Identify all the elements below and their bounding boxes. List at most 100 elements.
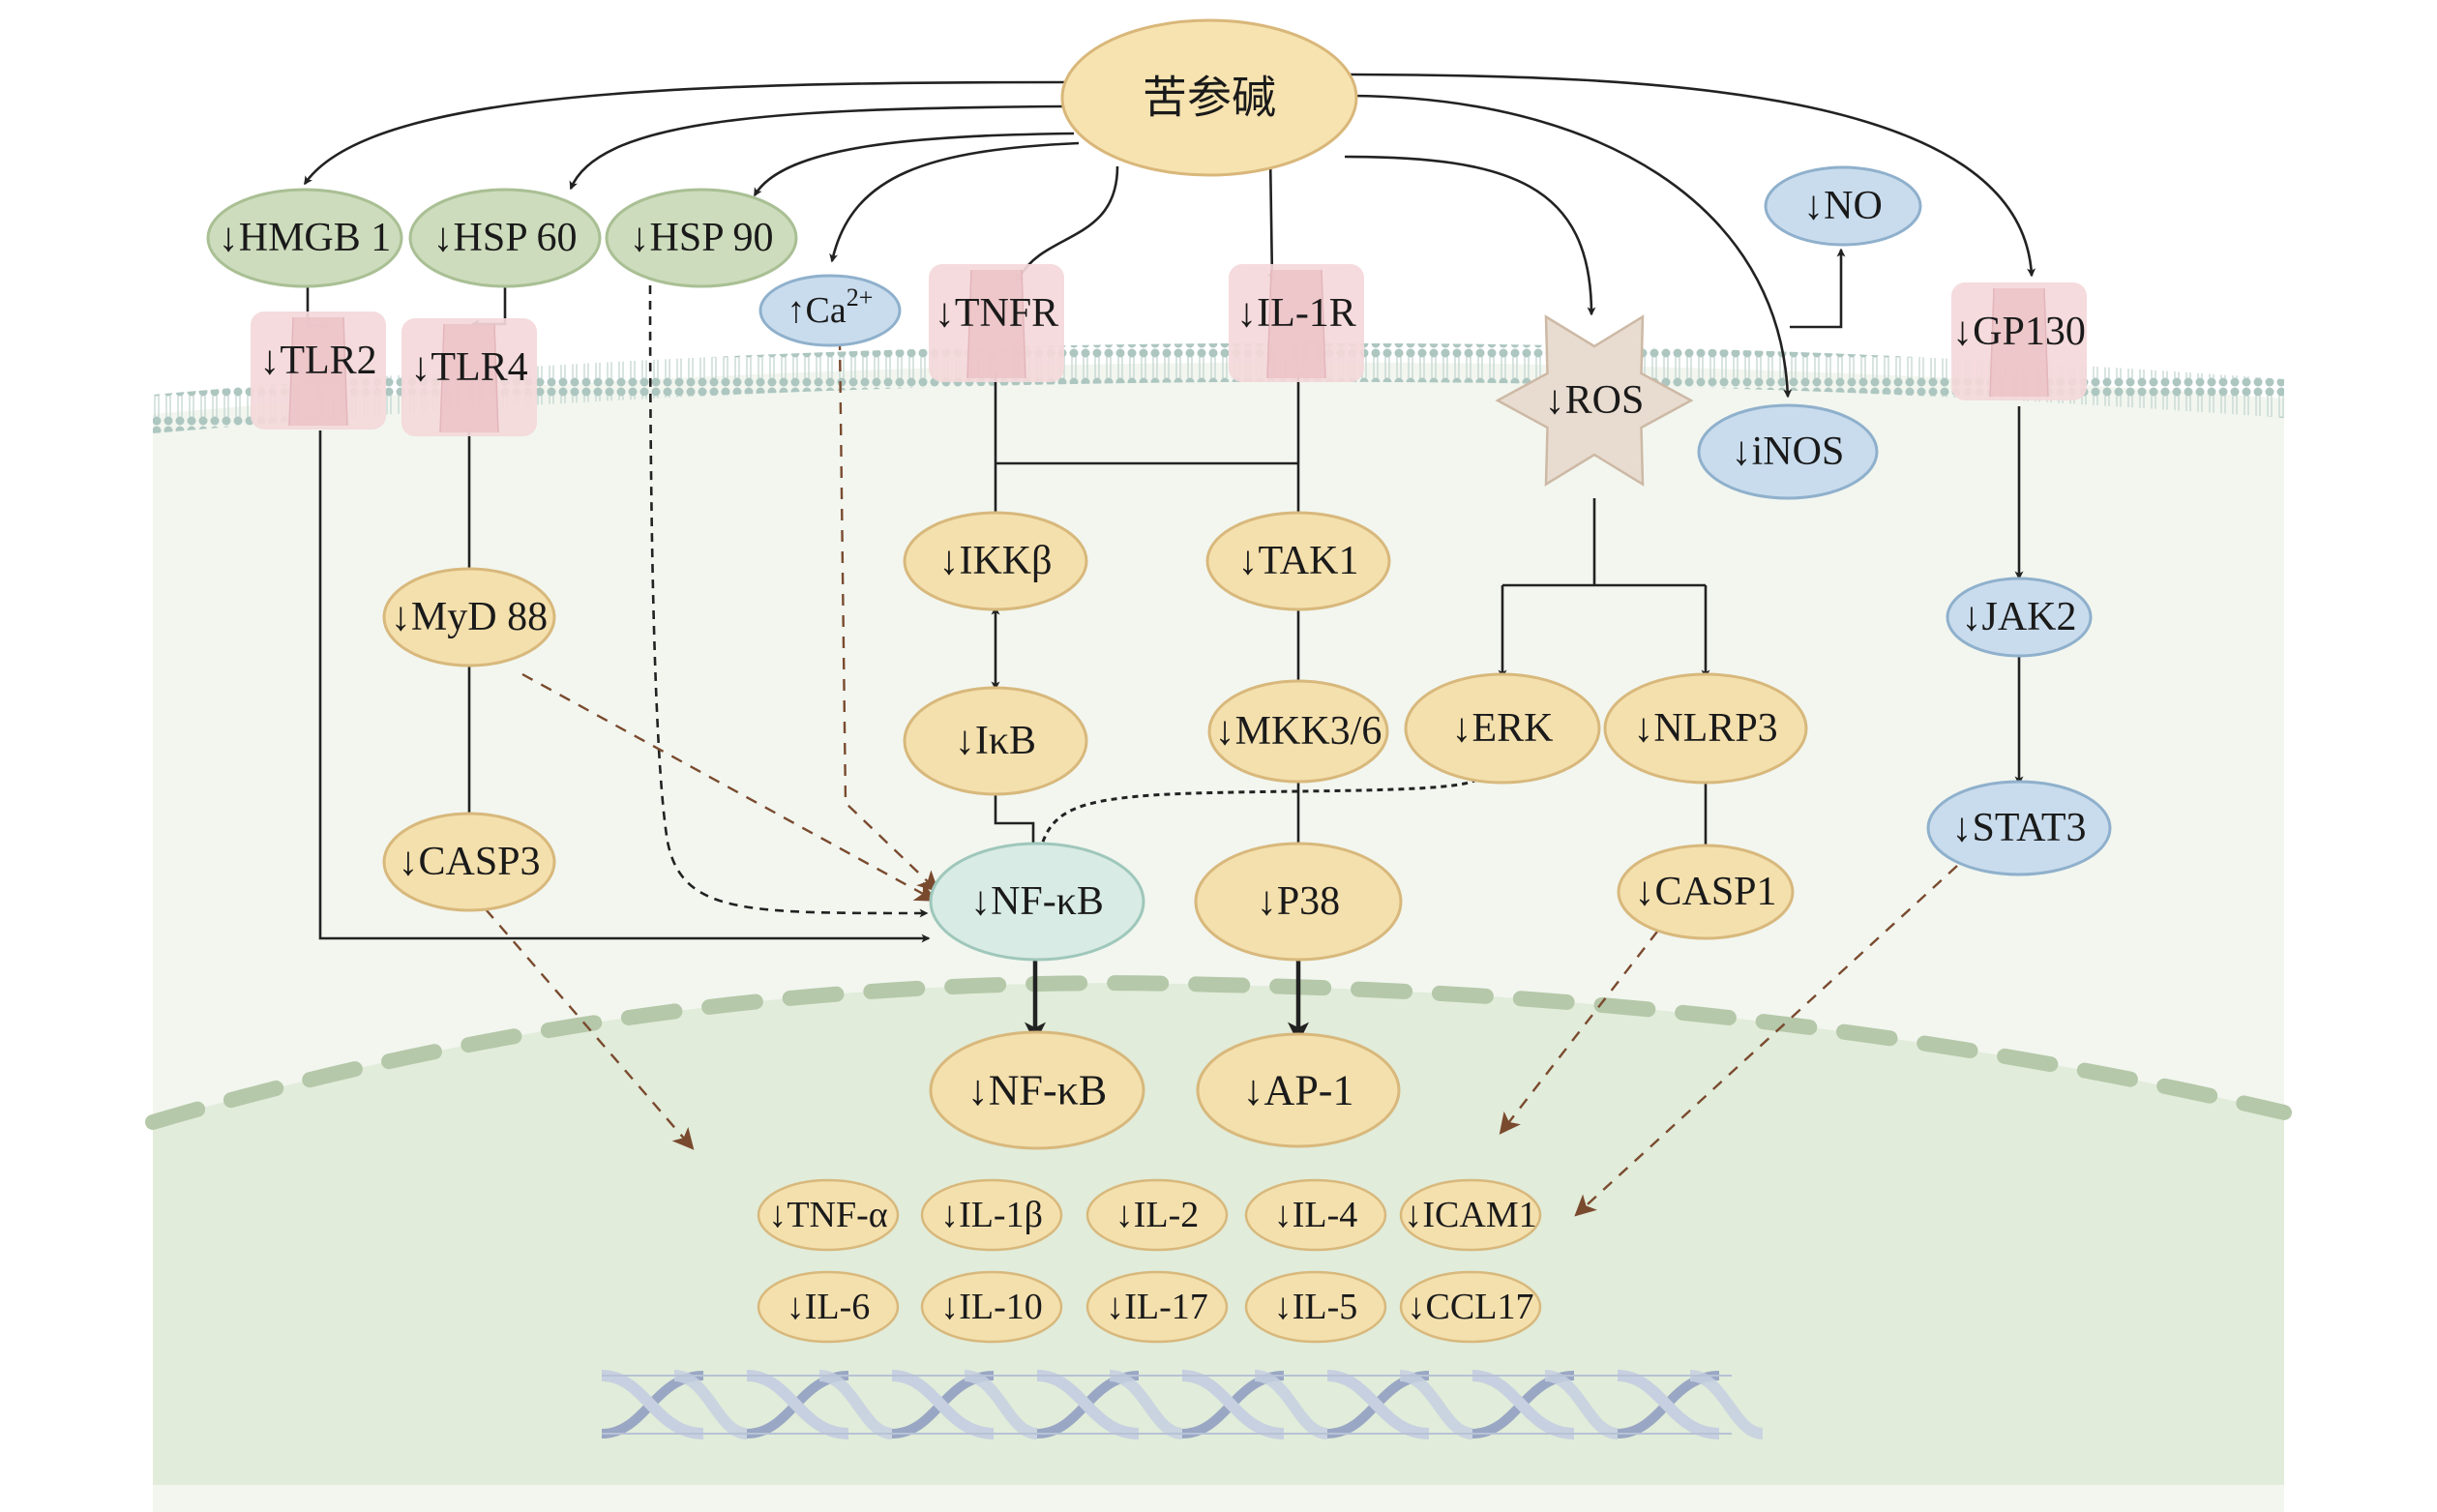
dna-strand	[891, 1370, 995, 1439]
node-shape	[903, 686, 1088, 796]
dna-strand	[1181, 1370, 1285, 1439]
receptor-tlr4: ↓TLR4	[401, 318, 537, 436]
receptor-channel	[967, 270, 1025, 378]
edge-ros-branch	[1502, 498, 1706, 587]
node-ros: ↓ROS	[1495, 314, 1694, 487]
node-shape	[1060, 18, 1358, 177]
cytokine-row1-3: ↓IL-4	[1244, 1178, 1387, 1252]
receptor-tlr2: ↓TLR2	[251, 311, 386, 430]
node-shape	[605, 188, 798, 288]
node-hmgb1: ↓HMGB 1	[206, 188, 403, 288]
node-label: ↓STAT3	[1952, 806, 2087, 850]
receptor-il1r: ↓IL-1R	[1229, 264, 1364, 382]
node-shape	[1764, 165, 1922, 247]
dna-strand	[964, 1370, 1038, 1439]
node-nfkb-cyto: ↓NF-κB	[929, 842, 1145, 962]
receptor-gp130: ↓GP130	[1951, 282, 2087, 400]
node-label: ↓IL-17	[1106, 1287, 1208, 1327]
ros-star-shape	[1495, 314, 1694, 487]
node-shape	[1205, 511, 1391, 611]
edge-erk-nfkb	[1037, 777, 1479, 853]
node-label: ↓TNF-α	[768, 1195, 887, 1235]
node-hsp60: ↓HSP 60	[408, 188, 602, 288]
dna-strand	[1036, 1370, 1140, 1439]
node-label: ↑Ca2+	[788, 283, 874, 332]
edge-matrine-gp130	[1349, 73, 2036, 278]
edge-ikb-nfkb	[994, 786, 1038, 853]
edge-matrine-hsp90	[753, 132, 1075, 197]
node-label: ↓MyD 88	[391, 595, 548, 639]
cell-membrane	[153, 342, 2284, 433]
node-label: ↓IκB	[955, 719, 1036, 763]
receptor-channel	[289, 317, 347, 426]
node-stat3: ↓STAT3	[1926, 780, 2112, 876]
edge-matrine-hsp60	[569, 104, 1065, 191]
node-shape	[1244, 1178, 1387, 1252]
edge-hsp90-nfkb	[648, 284, 929, 918]
node-label: ↓IL-5	[1274, 1287, 1358, 1327]
node-shape	[1617, 844, 1795, 940]
node-casp1: ↓CASP1	[1617, 844, 1795, 940]
node-label: ↓IL-6	[787, 1287, 871, 1327]
node-label: ↓IL-1R	[1236, 291, 1356, 336]
nuclear-envelope	[145, 975, 2292, 1130]
node-myd88: ↓MyD 88	[382, 567, 556, 667]
receptor-channel	[440, 324, 498, 432]
dna-strand	[1471, 1370, 1575, 1439]
node-shape	[929, 842, 1145, 962]
node-shape	[1194, 842, 1403, 962]
node-shape	[758, 274, 902, 347]
node-label: ↓IL-10	[940, 1287, 1043, 1327]
node-inos: ↓iNOS	[1697, 403, 1879, 500]
node-ca2: ↑Ca2+	[758, 274, 902, 347]
node-label: ↓TNFR	[935, 291, 1058, 336]
node-label: ↓ERK	[1452, 706, 1554, 751]
cytokine-row1-4: ↓ICAM1	[1399, 1178, 1542, 1252]
edge-matrine-hmgb1	[303, 80, 1065, 186]
node-nlrp3: ↓NLRP3	[1603, 672, 1808, 785]
edge-stat3-cytokines	[1574, 865, 1958, 1217]
node-ikkb: ↓IKKβ	[903, 511, 1088, 611]
cytokine-row2-2: ↓IL-17	[1085, 1270, 1229, 1344]
cytokine-row1-2: ↓IL-2	[1085, 1178, 1229, 1252]
nucleus	[153, 983, 2284, 1485]
node-label: ↓JAK2	[1961, 595, 2076, 639]
node-label: ↓P38	[1257, 879, 1340, 924]
edge-tlr2-nfkb	[318, 430, 931, 943]
node-no: ↓NO	[1764, 165, 1922, 247]
node-shape	[408, 188, 602, 288]
node-label: ↓IL-1β	[940, 1195, 1043, 1235]
edge-matrine-ca2	[829, 141, 1080, 263]
node-shape	[1207, 679, 1389, 784]
node-shape	[1946, 577, 2093, 658]
cytokine-row2-4: ↓CCL17	[1399, 1270, 1542, 1344]
node-label: ↓NO	[1803, 184, 1883, 228]
node-label: ↓ICAM1	[1404, 1195, 1536, 1235]
node-shape	[757, 1270, 900, 1344]
node-matrine: 苦参碱	[1060, 18, 1358, 177]
node-hsp90: ↓HSP 90	[605, 188, 798, 288]
node-shape	[920, 1178, 1063, 1252]
node-label: ↓CASP3	[398, 840, 540, 884]
node-label: ↓TLR4	[410, 345, 527, 390]
node-label: ↓NLRP3	[1633, 706, 1777, 751]
node-shape	[1399, 1178, 1542, 1252]
dna-strand	[1617, 1370, 1720, 1439]
node-shape	[1603, 672, 1808, 785]
node-label: ↓IKKβ	[938, 539, 1052, 583]
dna-strand	[1109, 1370, 1183, 1439]
dna-strand	[1326, 1370, 1430, 1439]
cytokine-row1-1: ↓IL-1β	[920, 1178, 1063, 1252]
node-label: ↓AP-1	[1243, 1067, 1354, 1114]
edge-inos-no	[1790, 248, 1846, 329]
edge-matrine-tnfr	[1014, 165, 1119, 282]
dna-strand	[1544, 1370, 1619, 1439]
cytokine-row2-0: ↓IL-6	[757, 1270, 900, 1344]
node-shape	[1926, 780, 2112, 876]
dna-strand	[601, 1370, 704, 1439]
node-shape	[1399, 1270, 1542, 1344]
dna-strand	[673, 1370, 748, 1439]
dna-strand	[1254, 1370, 1328, 1439]
edge-casp3-cytokines	[485, 908, 695, 1150]
node-shape	[1697, 403, 1879, 500]
